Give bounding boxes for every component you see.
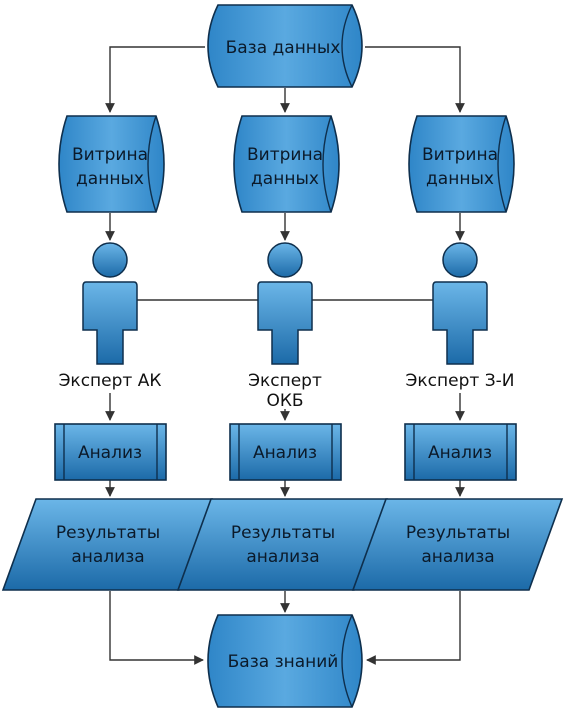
connector-results-to-kb-3 [366, 591, 461, 665]
results-parallelogram [1, 498, 214, 591]
database-label: База данных [226, 38, 341, 58]
person-icon-body [82, 281, 138, 365]
data-mart-front-edge [322, 115, 332, 213]
data-mart-label-line1: Витрина [247, 145, 323, 165]
data-mart-label-line1: Витрина [72, 145, 148, 165]
analysis-box [229, 423, 342, 481]
person-icon-head [442, 242, 478, 278]
analysis-label: Анализ [428, 443, 492, 463]
analysis-box [404, 423, 517, 481]
results-label-line1: Результаты [231, 523, 335, 543]
expert-3-label: Эксперт З-И [406, 371, 515, 391]
database-node: База данных [207, 4, 363, 88]
connectors [105, 46, 465, 665]
results-label-line1: Результаты [406, 523, 510, 543]
results-parallelogram [351, 498, 564, 591]
results-label-line2: анализа [71, 547, 144, 567]
results-2: Результаты анализа [176, 498, 389, 591]
data-mart-front-edge [147, 115, 157, 213]
expert-2-label-line1: Эксперт [248, 371, 322, 391]
connector-db-to-mart-3 [365, 46, 465, 113]
analysis-2: Анализ [229, 423, 342, 481]
data-mart-label-line1: Витрина [422, 145, 498, 165]
data-mart-label-line2: данных [251, 169, 319, 189]
database-cylinder-front-edge [341, 4, 353, 88]
results-1: Результаты анализа [1, 498, 214, 591]
expert-1-label: Эксперт АК [59, 371, 162, 391]
data-mart-label-line2: данных [76, 169, 144, 189]
person-icon-body [432, 281, 488, 365]
knowledge-base-label: База знаний [228, 652, 339, 672]
results-parallelogram [176, 498, 389, 591]
analysis-3: Анализ [404, 423, 517, 481]
data-mart-3: Витрина данных [408, 115, 515, 213]
analysis-1: Анализ [54, 423, 167, 481]
results-3: Результаты анализа [351, 498, 564, 591]
results-label-line2: анализа [246, 547, 319, 567]
analysis-box [54, 423, 167, 481]
data-mart-1: Витрина данных [58, 115, 165, 213]
data-mart-label-line2: данных [426, 169, 494, 189]
connector-results-to-kb-1 [109, 591, 204, 665]
expert-2-label-line2: ОКБ [266, 391, 303, 411]
results-label-line1: Результаты [56, 523, 160, 543]
data-mart-front-edge [497, 115, 507, 213]
data-mart-2: Витрина данных [233, 115, 340, 213]
knowledge-base-node: База знаний [207, 614, 363, 708]
person-icon-head [267, 242, 303, 278]
person-icon-head [92, 242, 128, 278]
connector-db-to-mart-1 [105, 46, 205, 113]
analysis-label: Анализ [253, 443, 317, 463]
results-label-line2: анализа [421, 547, 494, 567]
person-icon-body [257, 281, 313, 365]
analysis-label: Анализ [78, 443, 142, 463]
expert-1 [82, 242, 138, 365]
expert-3 [432, 242, 488, 365]
expert-2 [257, 242, 313, 365]
knowledge-base-cylinder-front-edge [341, 614, 353, 708]
